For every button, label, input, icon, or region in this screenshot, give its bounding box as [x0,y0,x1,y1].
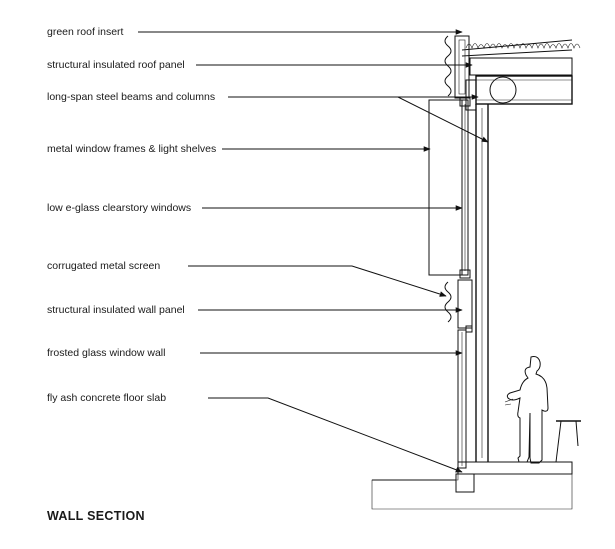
label-metal-window-frames: metal window frames & light shelves [47,143,216,155]
label-corrugated-metal-screen: corrugated metal screen [47,260,160,272]
label-clearstory-windows: low e-glass clearstory windows [47,202,191,214]
leader-corrugated-screen [188,265,447,297]
beam-duct [489,76,517,104]
parapet-insulation [458,39,466,95]
label-frosted-glass-window-wall: frosted glass window wall [47,347,165,359]
roof-parapet [454,35,470,99]
label-fly-ash-concrete-floor-slab: fly ash concrete floor slab [47,392,166,404]
roof-sip-panel [469,57,573,76]
label-steel-beams-columns: long-span steel beams and columns [47,91,215,103]
steel-column [475,104,489,462]
bench [555,420,581,463]
green-roof-surface [461,39,573,51]
leader-lines [138,29,489,473]
callout-labels: green roof insert structural insulated r… [47,26,216,523]
roof-assembly [454,35,581,111]
ground [371,473,573,510]
leader-floor-slab [208,397,463,473]
green-roof-vegetation [465,43,581,49]
clearstory-glass [461,99,469,276]
beam-connection [465,79,477,111]
label-structural-insulated-roof-panel: structural insulated roof panel [47,59,185,71]
floor-assembly [371,461,573,510]
window-sill [459,269,471,279]
frosted-glass-pane [457,329,467,469]
slab-edge-footing [455,473,475,493]
label-structural-insulated-wall-panel: structural insulated wall panel [47,304,185,316]
label-green-roof-insert: green roof insert [47,26,124,38]
diagram-title: WALL SECTION [47,509,145,523]
concrete-floor-slab [457,461,573,475]
leader-steel-column [228,96,489,143]
corrugated-screen [444,35,452,323]
window-head [459,97,471,107]
corrugated-screen-lower [444,281,452,323]
clearstory-window [428,97,471,279]
person-figure [504,356,549,464]
green-roof-membrane [461,49,573,57]
corrugated-screen-upper [444,35,452,97]
frosted-glass-wall [457,325,473,469]
wall-sip-panel [457,279,473,329]
